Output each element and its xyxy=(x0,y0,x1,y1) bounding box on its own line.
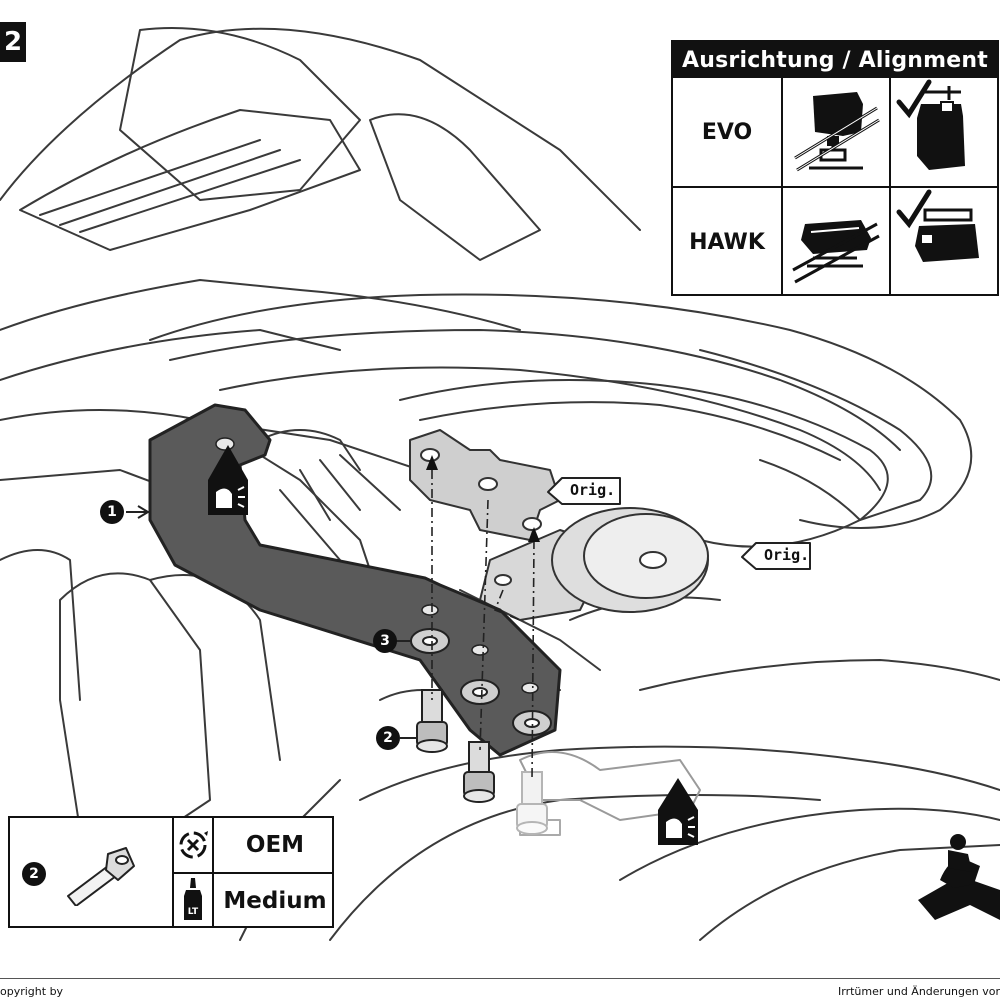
arrow-heads xyxy=(426,455,540,542)
fastener-info-box: 2 OEM LT Medium xyxy=(8,816,334,928)
callout-part-3: 3 xyxy=(373,629,397,653)
threadlock-strength: Medium xyxy=(223,888,327,914)
check-mount-icon xyxy=(896,189,979,262)
alignment-title: Ausrichtung / Alignment xyxy=(673,42,997,78)
torque-value: OEM xyxy=(245,832,305,858)
tank-panel xyxy=(119,27,361,201)
bolts xyxy=(416,689,548,835)
threadlock-cell: LT xyxy=(174,874,214,928)
tank-outline xyxy=(0,27,641,231)
alignment-table: Ausrichtung / Alignment EVO xyxy=(671,40,999,296)
correct-orientation-cell xyxy=(891,188,997,296)
frame-tube xyxy=(59,572,211,841)
torque-wrench-icon xyxy=(179,831,208,859)
grab-handle xyxy=(399,379,889,548)
rear-fender xyxy=(359,745,1000,801)
washers xyxy=(410,628,552,736)
correct-orientation-cell xyxy=(891,78,997,186)
alignment-row-label: EVO xyxy=(673,78,783,186)
step-number-badge: 2 xyxy=(0,22,26,62)
callout-part-1: 1 xyxy=(100,500,124,524)
footer-disclaimer: Irrtümer und Änderungen vor xyxy=(838,985,1000,998)
hand-marker-icon xyxy=(208,445,248,515)
crossed-out-mount-icon xyxy=(794,92,880,172)
check-mount-icon xyxy=(896,79,965,170)
alignment-row-label: HAWK xyxy=(673,188,783,296)
wrong-orientation-cell xyxy=(783,188,891,296)
hand-marker-icon-lower xyxy=(658,778,698,845)
torque-cell xyxy=(174,818,214,872)
orig-label-lower: Orig. xyxy=(764,546,810,564)
alignment-row-hawk: HAWK xyxy=(673,188,997,296)
adapter-bracket xyxy=(148,403,562,757)
wrong-orientation-cell xyxy=(783,78,891,186)
footer-copyright: opyright by xyxy=(0,985,64,998)
alignment-row-evo: EVO xyxy=(673,78,997,188)
bolt-icon xyxy=(67,847,135,906)
horn-icon xyxy=(551,507,709,613)
threadlock-bottle-icon: LT xyxy=(184,878,202,920)
orig-label-upper: Orig. xyxy=(570,481,616,499)
seat-cowl xyxy=(149,293,973,529)
threadlock-icon-label: LT xyxy=(188,907,199,917)
brand-logo-icon xyxy=(918,834,1000,920)
info-part-number: 2 xyxy=(22,862,46,886)
assembly-lines xyxy=(431,470,535,781)
callout-leaders xyxy=(126,477,811,739)
crossed-out-mount-icon xyxy=(792,220,880,284)
side-panel xyxy=(19,109,361,251)
callout-part-2: 2 xyxy=(376,726,400,750)
